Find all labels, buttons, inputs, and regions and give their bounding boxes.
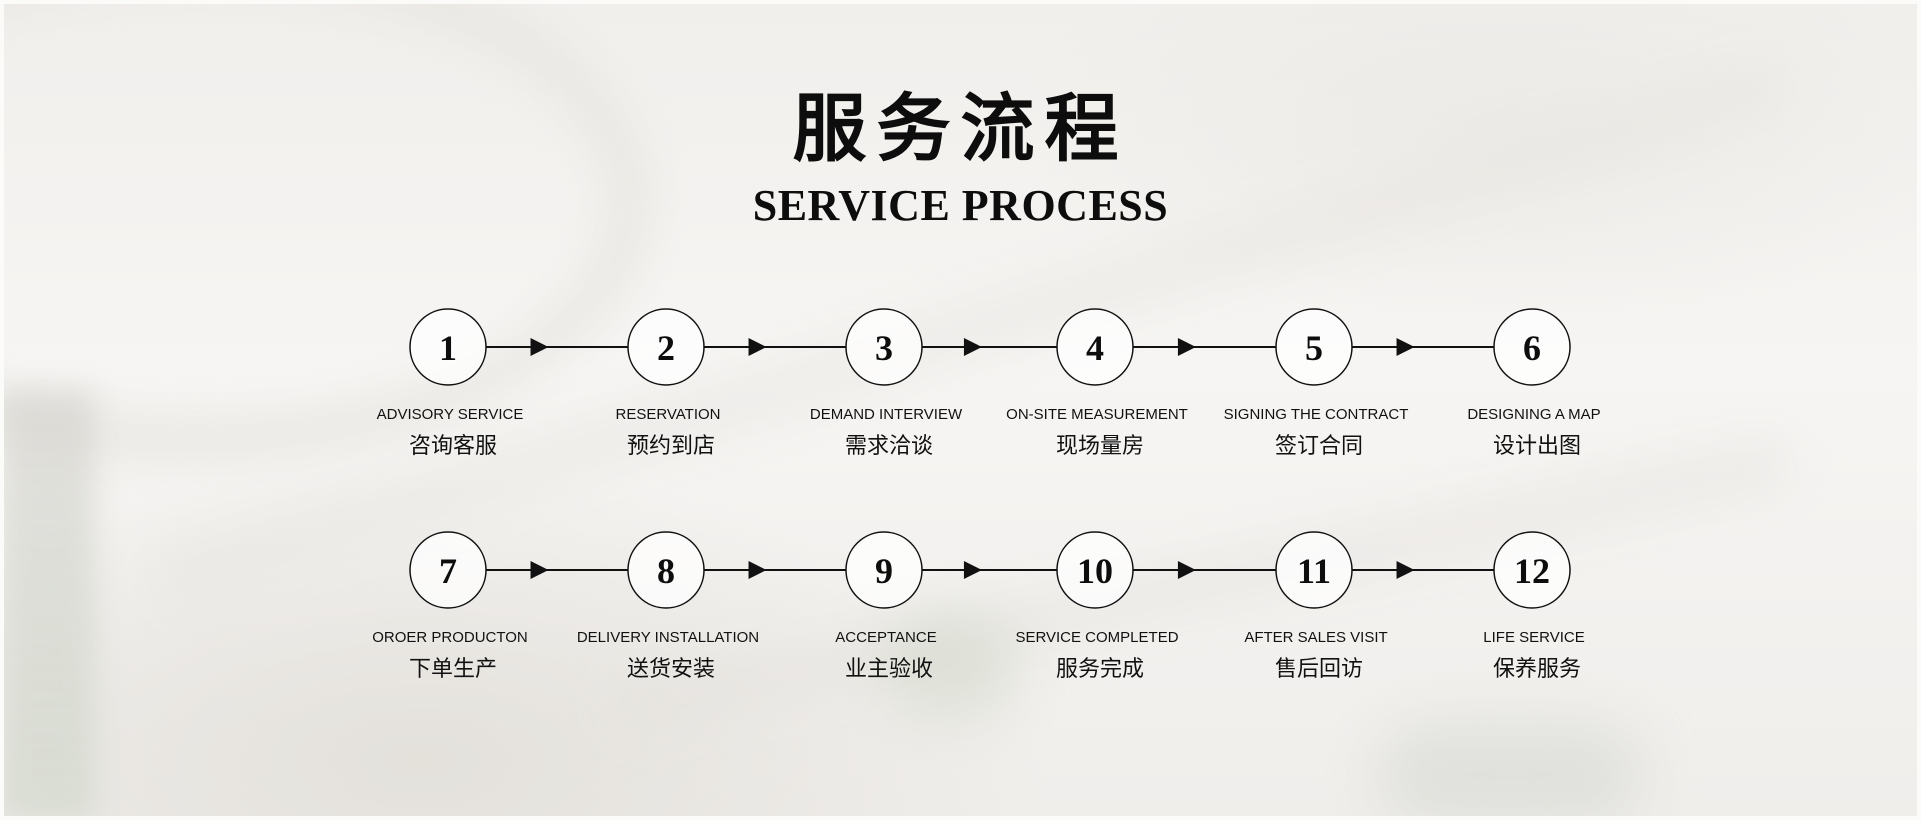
arrow-right-icon [530, 338, 549, 356]
arrow-right-icon [1177, 561, 1196, 579]
step-label-en: AFTER SALES VISIT [1244, 629, 1387, 646]
step-circle [627, 308, 705, 386]
step-label-en: OROER PRODUCTON [372, 629, 528, 646]
step-number: 5 [1305, 328, 1323, 368]
step-label-en: RESERVATION [615, 406, 720, 423]
step-circle [1056, 308, 1134, 386]
step-number: 8 [657, 551, 675, 591]
step-label-cn: 咨询客服 [409, 434, 497, 459]
step-label-en: LIFE SERVICE [1483, 629, 1584, 646]
step-number: 9 [875, 551, 893, 591]
page-title: 服务流程 [792, 86, 1129, 172]
step-circle [1493, 531, 1571, 609]
step-label-cn: 业主验收 [845, 657, 933, 682]
background-plant [880, 610, 1020, 720]
step-label-cn: 需求洽谈 [845, 434, 933, 459]
step-number: 3 [875, 328, 893, 368]
background-pillar [0, 390, 95, 820]
arrow-right-icon [963, 338, 982, 356]
step-label-en: SIGNING THE CONTRACT [1224, 406, 1409, 423]
step-number: 1 [439, 328, 457, 368]
step-number: 2 [657, 328, 675, 368]
step-circle [627, 531, 705, 609]
step-label-cn: 签订合同 [1275, 434, 1363, 459]
step-label-en: DEMAND INTERVIEW [810, 406, 963, 423]
step-number: 11 [1297, 551, 1331, 591]
step-number: 4 [1086, 328, 1104, 368]
step-label-en: SERVICE COMPLETED [1015, 629, 1178, 646]
step-number: 10 [1077, 551, 1113, 591]
step-label-cn: 设计出图 [1493, 434, 1581, 459]
arrow-right-icon [748, 561, 767, 579]
step-number: 7 [439, 551, 457, 591]
step-label-cn: 服务完成 [1056, 657, 1144, 682]
arrow-right-icon [1177, 338, 1196, 356]
step-circle [1275, 308, 1353, 386]
step-circle [1056, 531, 1134, 609]
page-subtitle: SERVICE PROCESS [752, 181, 1169, 230]
step-circle [1275, 531, 1353, 609]
step-number: 12 [1514, 551, 1550, 591]
step-label-cn: 售后回访 [1275, 657, 1363, 682]
step-circle [409, 308, 487, 386]
arrow-right-icon [530, 561, 549, 579]
step-label-cn: 送货安装 [627, 657, 715, 682]
arrow-right-icon [1396, 338, 1415, 356]
step-label-cn: 预约到店 [627, 434, 715, 459]
step-label-en: DESIGNING A MAP [1467, 406, 1600, 423]
step-label-cn: 现场量房 [1056, 434, 1144, 459]
step-number: 6 [1523, 328, 1541, 368]
step-label-en: ADVISORY SERVICE [377, 406, 524, 423]
arrow-right-icon [963, 561, 982, 579]
background-plant [1380, 720, 1640, 820]
step-label-en: ON-SITE MEASUREMENT [1006, 406, 1188, 423]
step-label-cn: 下单生产 [409, 657, 497, 682]
step-circle [845, 308, 923, 386]
step-circle [1493, 308, 1571, 386]
step-circle [409, 531, 487, 609]
arrow-right-icon [1396, 561, 1415, 579]
process-step: 4ON-SITE MEASUREMENT 现场量房 [1006, 308, 1188, 459]
arrow-right-icon [748, 338, 767, 356]
step-label-cn: 保养服务 [1493, 657, 1581, 682]
step-label-en: ACCEPTANCE [835, 629, 936, 646]
step-circle [845, 531, 923, 609]
step-label-en: DELIVERY INSTALLATION [577, 629, 759, 646]
